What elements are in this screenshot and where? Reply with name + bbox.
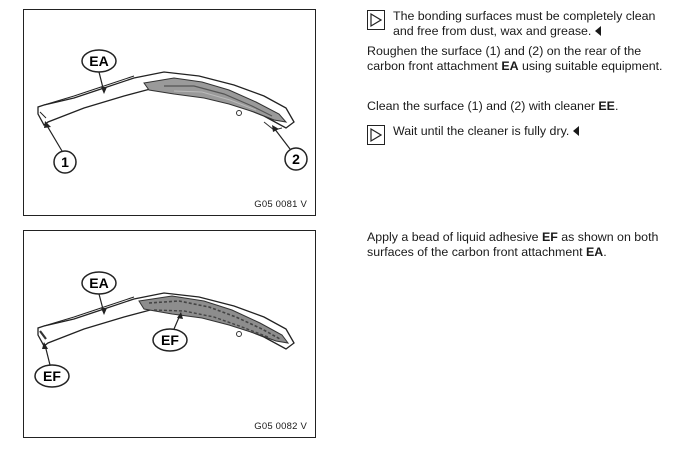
callout-part-label: EA xyxy=(89,275,108,291)
part-code: EA xyxy=(501,59,519,73)
note-bonding-surfaces: The bonding surfaces must be completely … xyxy=(367,9,677,39)
callout-number-2: 2 xyxy=(292,151,300,167)
cleaner-code: EE xyxy=(598,99,615,113)
step-text: Clean the surface (1) and (2) with clean… xyxy=(367,99,599,113)
step-text: Roughen the surface (1) and (2) on the r… xyxy=(367,44,642,73)
step-text-end: . xyxy=(614,99,619,113)
end-mark-icon xyxy=(595,26,602,36)
note-triangle-icon xyxy=(367,10,385,30)
adhesive-code: EF xyxy=(541,230,558,244)
note-text: The bonding surfaces must be completely … xyxy=(393,9,677,39)
note-body: The bonding surfaces must be completely … xyxy=(393,9,656,38)
part-code: EA xyxy=(586,245,604,259)
step-text-end: . xyxy=(603,245,607,259)
figure-apply-adhesive: EA EF EF G05 0082 V xyxy=(23,230,316,438)
step-text-mid: as shown on both surfaces of the carbon … xyxy=(367,230,659,259)
carbon-front-attachment-adhesive-drawing: EA EF EF xyxy=(34,271,295,388)
end-mark-icon xyxy=(573,126,580,136)
figure-roughen-surfaces: EA 1 2 G05 0081 V xyxy=(23,9,316,216)
callout-adhesive-right: EF xyxy=(161,332,179,348)
carbon-front-attachment-drawing: EA 1 2 xyxy=(37,49,308,174)
step-roughen: Roughen the surface (1) and (2) on the r… xyxy=(367,44,677,74)
step-text-end: using suitable equip­ment. xyxy=(518,59,663,73)
note-triangle-icon xyxy=(367,125,385,145)
figure-code: G05 0081 V xyxy=(254,199,307,210)
figure-code: G05 0082 V xyxy=(254,421,307,432)
callout-part-label: EA xyxy=(89,53,108,69)
callout-adhesive-left: EF xyxy=(43,368,61,384)
note-wait-dry: Wait until the cleaner is fully dry. xyxy=(367,124,677,145)
note-text: Wait until the cleaner is fully dry. xyxy=(393,124,580,139)
callout-number-1: 1 xyxy=(61,154,69,170)
step-apply-adhesive: Apply a bead of liquid adhesive EF as sh… xyxy=(367,230,682,260)
step-text: Apply a bead of liquid adhesive xyxy=(367,230,542,244)
note-body: Wait until the cleaner is fully dry. xyxy=(393,124,570,138)
step-clean: Clean the surface (1) and (2) with clean… xyxy=(367,99,677,114)
